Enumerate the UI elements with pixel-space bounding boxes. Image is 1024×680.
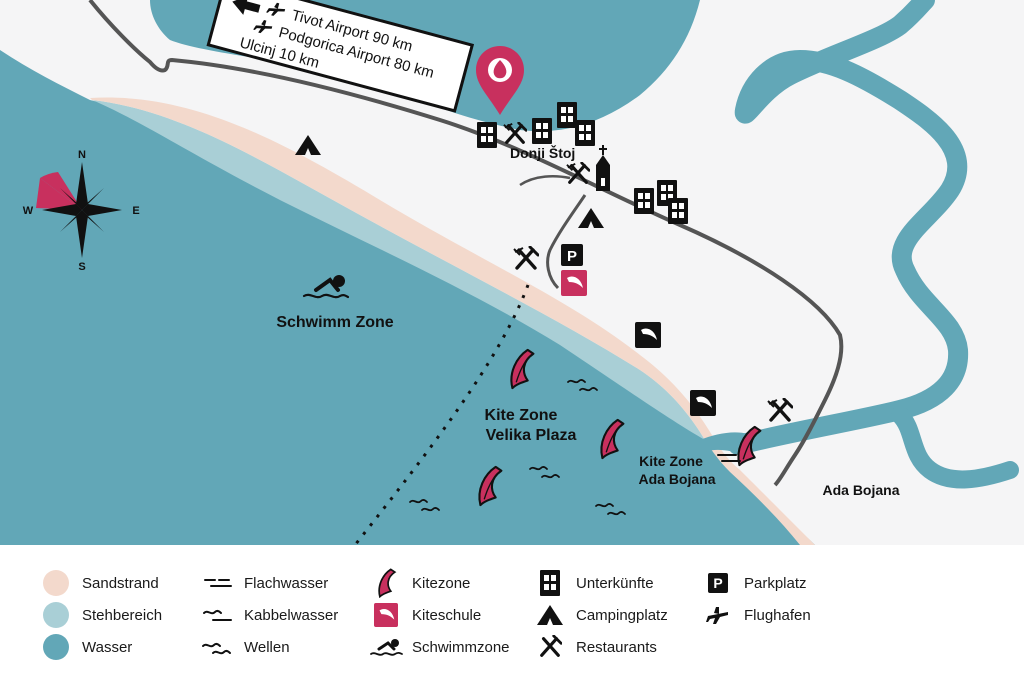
compass-e: E xyxy=(132,205,139,217)
legend-item-kabbelwasser: Kabbelwasser xyxy=(200,601,338,629)
legend-item-flughafen: Flughafen xyxy=(700,601,811,629)
hotel-icon xyxy=(532,118,552,144)
swimmer-icon xyxy=(370,639,403,656)
ada-bojana-label: Ada Bojana xyxy=(822,482,899,498)
kite-icon xyxy=(378,568,397,598)
compass-n: N xyxy=(78,149,86,161)
legend-item-flachwasser: Flachwasser xyxy=(200,569,328,597)
kite-zone-velika-title: Kite Zone xyxy=(485,407,558,424)
sand-swatch xyxy=(43,570,69,596)
water-swatch xyxy=(43,634,69,660)
camping-icon xyxy=(537,605,563,625)
hotel-icon xyxy=(668,198,688,224)
legend-item-restaurants: Restaurants xyxy=(532,633,657,661)
svg-text:P: P xyxy=(567,248,577,265)
town-label: Donji Štoj xyxy=(510,144,575,161)
legend-item-kiteschule: Kiteschule xyxy=(368,601,481,629)
waves-icon xyxy=(202,642,231,655)
kiteschool-icon xyxy=(561,270,587,296)
legend-item-wasser: Wasser xyxy=(38,633,132,661)
plane-icon xyxy=(706,607,728,624)
hotel-icon xyxy=(477,122,497,148)
distance-signpost: Tivot Airport 90 km Podgorica Airport 80… xyxy=(206,0,475,113)
legend: Sandstrand Stehbereich Wasser Flachwasse… xyxy=(0,545,1024,680)
road-main xyxy=(88,0,844,487)
shallow-swatch xyxy=(43,602,69,628)
river xyxy=(728,0,969,455)
restaurant-icon xyxy=(540,635,562,657)
legend-item-kitezone: Kitezone xyxy=(368,568,470,598)
arrow-left-icon xyxy=(232,0,261,15)
kite-zone-ada-name: Ada Bojana xyxy=(638,471,715,487)
parking-icon: P xyxy=(561,244,583,266)
flat-water-icon xyxy=(204,579,232,587)
kite-zone-velika-name: Velika Plaza xyxy=(486,427,577,444)
legend-item-campingplatz: Campingplatz xyxy=(532,601,668,629)
road-coast xyxy=(519,175,571,187)
flat-water-icon xyxy=(717,454,741,462)
legend-item-schwimmzone: Schwimmzone xyxy=(368,633,510,661)
river-outflow xyxy=(891,406,1019,489)
kiteschool-icon xyxy=(690,390,716,416)
compass-s: S xyxy=(78,261,85,273)
legend-item-unterkuenfte: Unterkünfte xyxy=(532,569,654,597)
legend-item-sandstrand: Sandstrand xyxy=(38,569,159,597)
hotel-icon xyxy=(557,102,577,128)
compass-rose: N E S W xyxy=(23,149,140,273)
road-secondary xyxy=(546,194,587,290)
swimmer-icon xyxy=(302,275,350,299)
hotel-icon xyxy=(634,188,654,214)
legend-item-wellen: Wellen xyxy=(200,633,290,661)
kiteschool-icon xyxy=(635,322,661,348)
kiteschool-icon xyxy=(374,603,398,627)
zone-divider xyxy=(353,284,530,545)
parking-icon: P xyxy=(708,573,728,593)
hotel-icon xyxy=(540,570,560,596)
church-icon xyxy=(596,145,610,191)
legend-item-parkplatz: P Parkplatz xyxy=(700,569,807,597)
choppy-water-icon xyxy=(203,609,232,621)
location-pin-icon xyxy=(476,46,524,115)
legend-item-stehbereich: Stehbereich xyxy=(38,601,162,629)
map: Tivot Airport 90 km Podgorica Airport 80… xyxy=(0,0,1019,545)
sea-area xyxy=(0,50,815,545)
compass-w: W xyxy=(23,205,34,217)
hotel-icon xyxy=(575,120,595,146)
kite-zone-ada-title: Kite Zone xyxy=(639,453,703,469)
swim-zone-label: Schwimm Zone xyxy=(276,314,393,331)
